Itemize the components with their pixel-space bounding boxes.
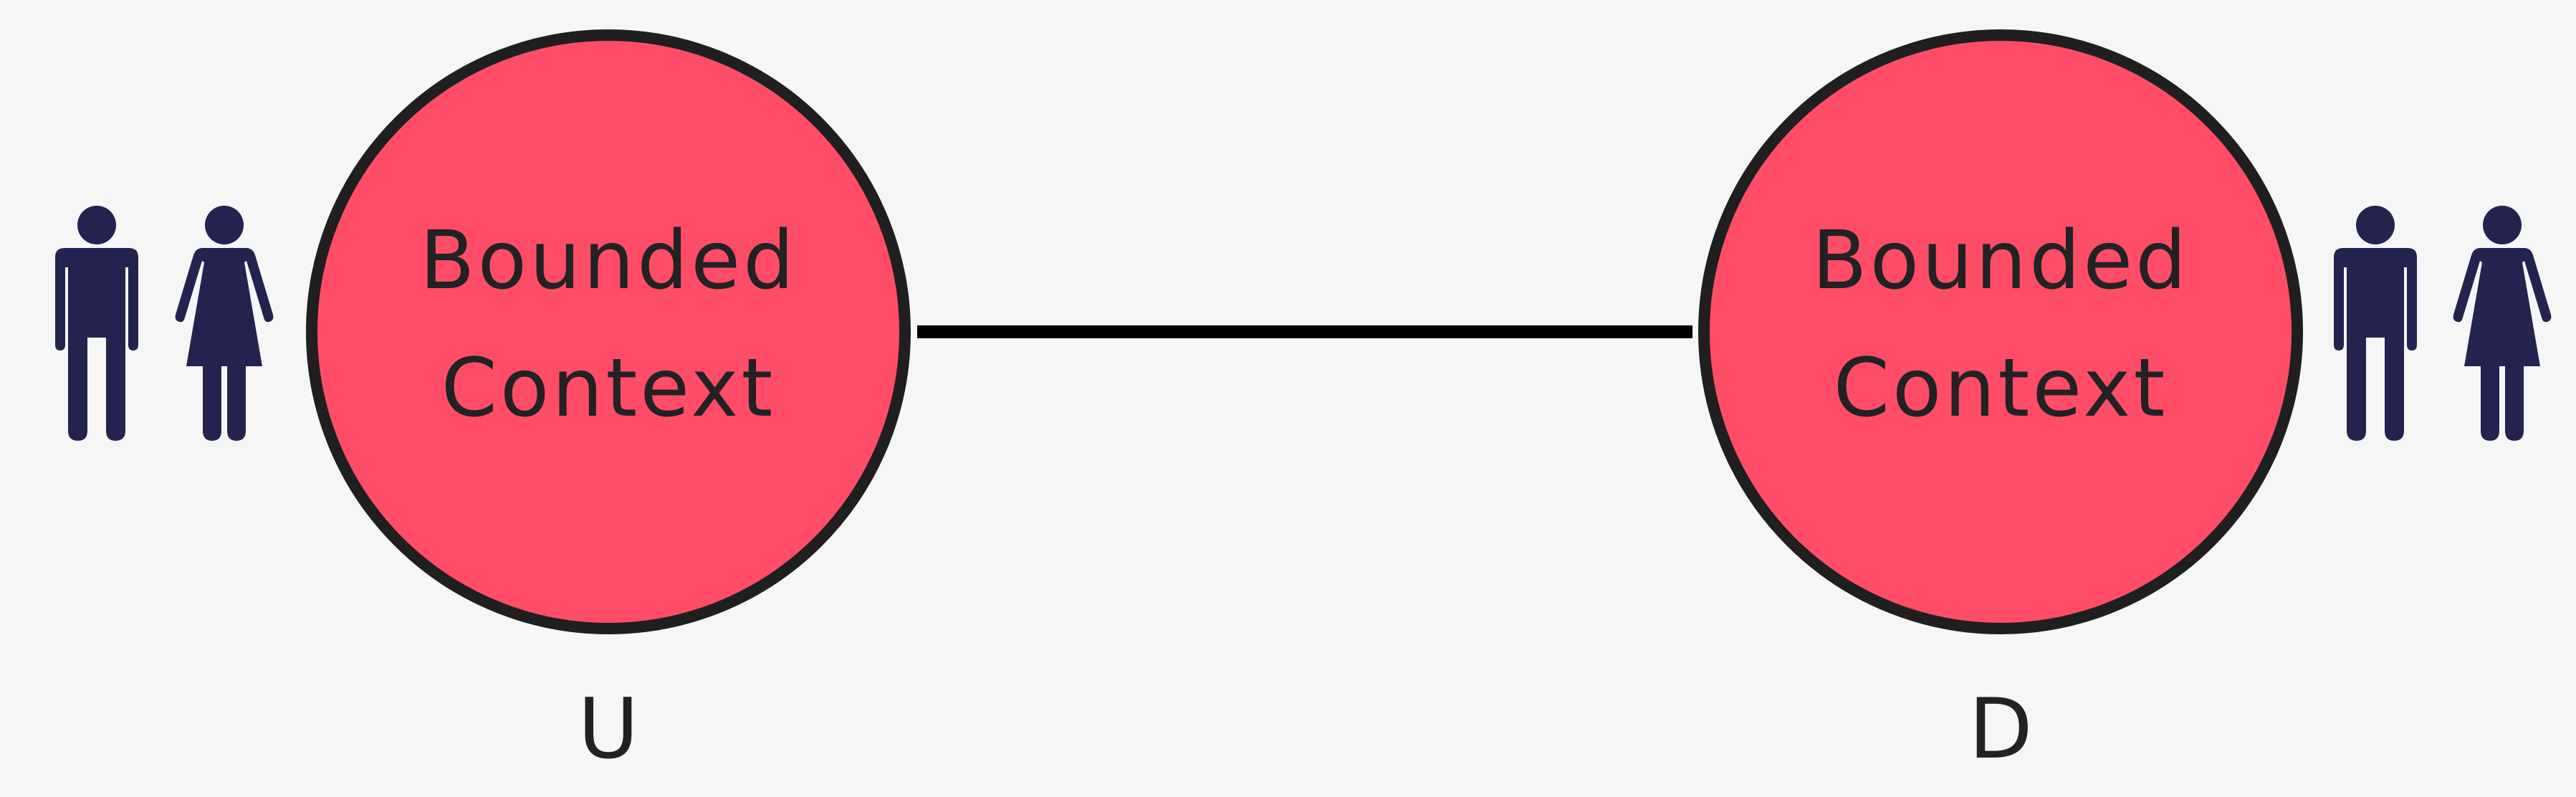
upstream-role-label: U <box>578 681 639 778</box>
upstream-context-label-line1: Bounded <box>420 214 797 307</box>
downstream-context-label-line2: Context <box>1834 342 2168 435</box>
man-icon <box>55 206 138 441</box>
downstream-context-label-line1: Bounded <box>1812 214 2189 307</box>
man-icon <box>2334 206 2417 441</box>
woman-icon <box>175 206 274 441</box>
downstream-team <box>2334 206 2552 441</box>
upstream-context-label-line2: Context <box>441 342 776 435</box>
downstream-context-circle[interactable] <box>1698 29 2303 634</box>
downstream-role-label: D <box>1968 681 2032 778</box>
upstream-team <box>55 206 274 441</box>
downstream-context[interactable]: Bounded Context <box>1698 29 2303 634</box>
woman-icon <box>2453 206 2552 441</box>
upstream-context[interactable]: Bounded Context <box>306 29 911 634</box>
upstream-context-circle[interactable] <box>306 29 911 634</box>
